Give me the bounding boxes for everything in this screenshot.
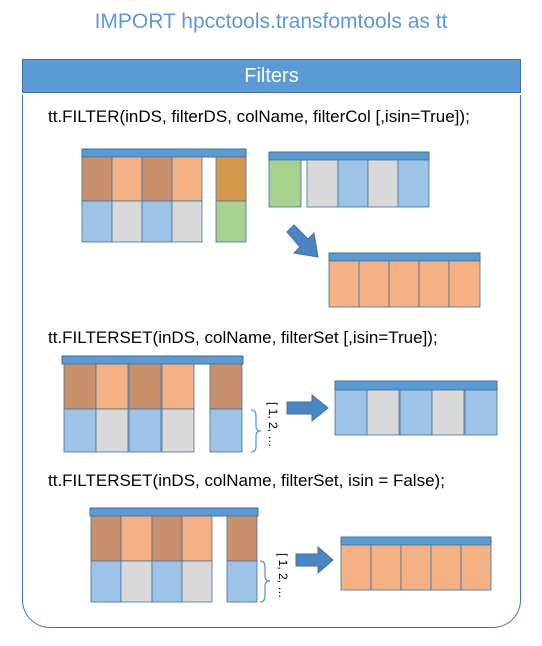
filter-code-line: tt.FILTER(inDS, filterDS, colName, filte… bbox=[48, 107, 470, 126]
set-brace-2 bbox=[250, 409, 262, 453]
filters-header: Filters bbox=[22, 59, 521, 93]
set-brace-3 bbox=[259, 560, 271, 603]
set-label-3: [ 1, 2, … bbox=[276, 553, 290, 598]
input-dataset-1 bbox=[81, 148, 247, 243]
input-dataset-2 bbox=[61, 355, 244, 453]
arrow-1 bbox=[286, 224, 319, 258]
result-dataset-3 bbox=[340, 536, 492, 591]
page-title: IMPORT hpcctools.transfomtools as tt bbox=[94, 10, 448, 33]
result-dataset-2 bbox=[334, 380, 498, 436]
arrow-3 bbox=[295, 545, 334, 575]
filterset-false-code-line: tt.FILTERSET(inDS, colName, filterSet, i… bbox=[48, 471, 445, 490]
arrow-2 bbox=[286, 393, 329, 423]
result-dataset-1 bbox=[328, 252, 481, 308]
set-label-2: [ 1, 2, … bbox=[266, 402, 280, 447]
filterset-code-line: tt.FILTERSET(inDS, colName, filterSet [,… bbox=[48, 328, 438, 347]
filters-panel bbox=[22, 95, 521, 628]
filter-dataset bbox=[268, 151, 430, 208]
input-dataset-3 bbox=[89, 507, 259, 603]
